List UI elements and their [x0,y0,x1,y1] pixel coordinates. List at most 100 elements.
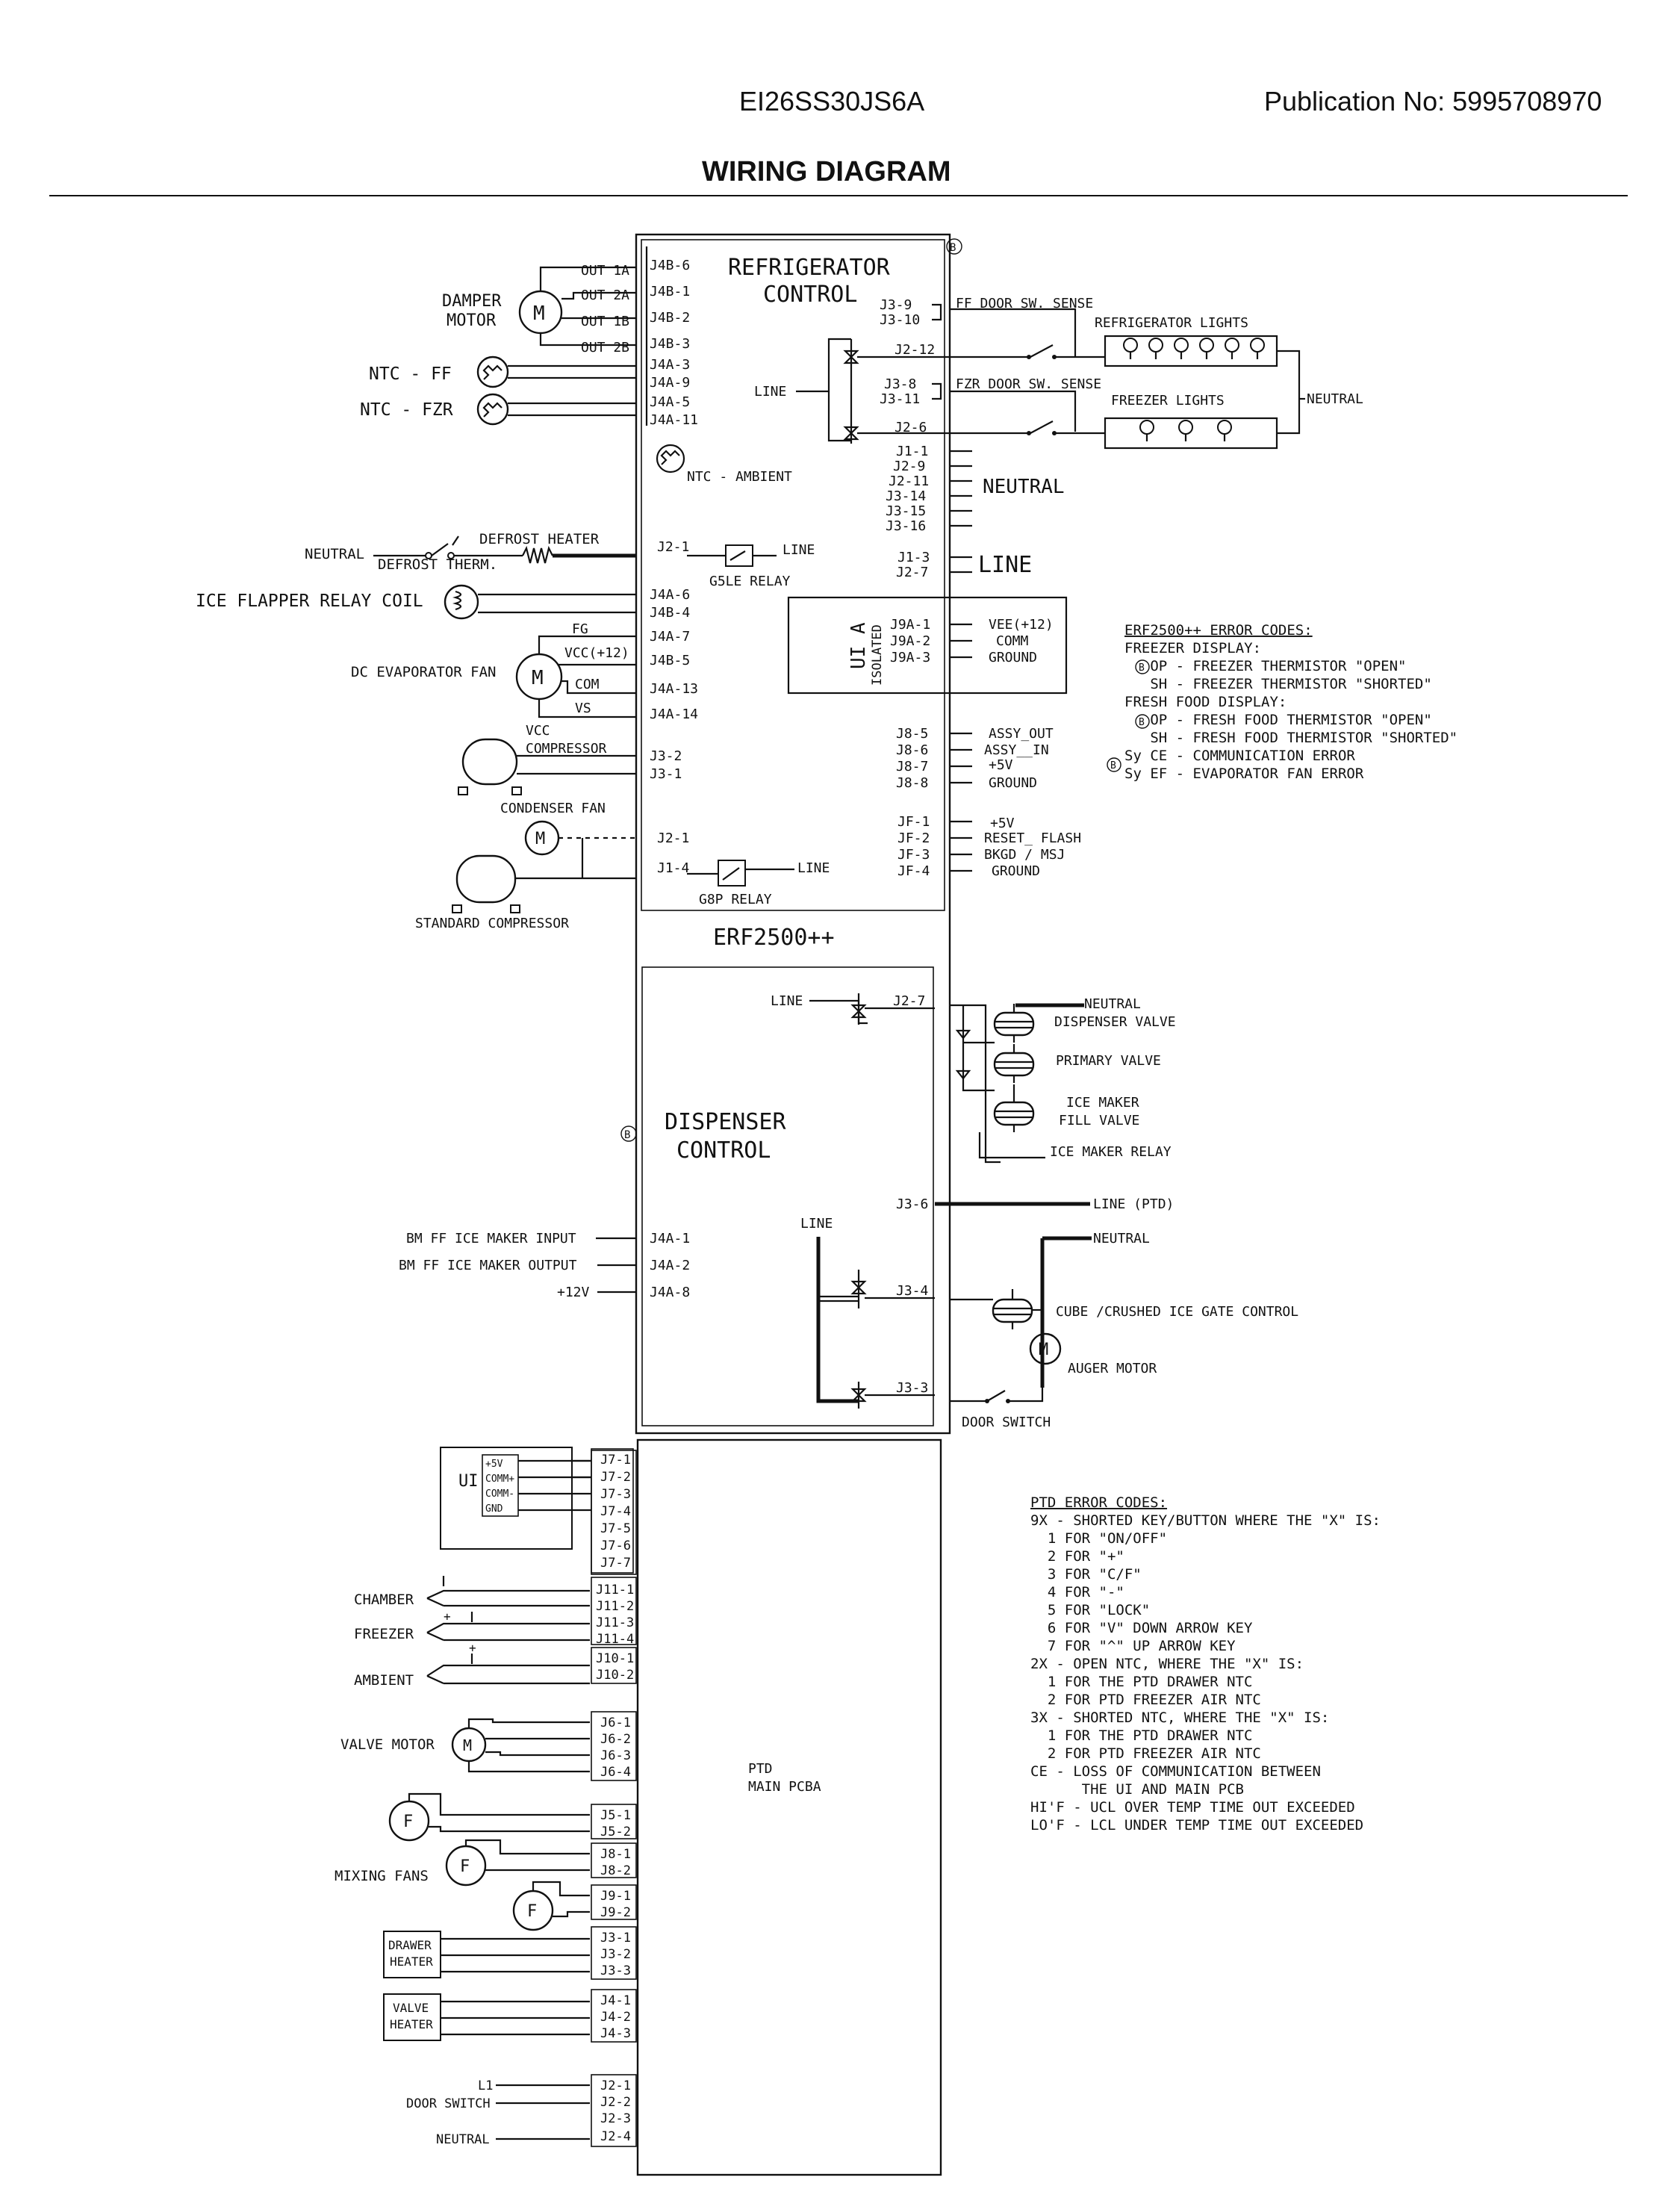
svg-text:LO'F - LCL UNDER TEMP TIME OUT: LO'F - LCL UNDER TEMP TIME OUT EXCEEDED [1030,1817,1363,1834]
refrigerator-control-title: REFRIGERATOR [728,255,891,281]
svg-text:LINE: LINE [754,384,786,400]
drawer-heater-label: DRAWER [388,1938,432,1952]
refrigerator-control-title-2: CONTROL [763,282,857,308]
svg-text:NEUTRAL: NEUTRAL [1093,1231,1150,1246]
svg-text:BM FF ICE MAKER INPUT: BM FF ICE MAKER INPUT [406,1231,576,1246]
jf-connector: JF-1 JF-2 JF-3 JF-4 +5V RESET_ FLASH BKG… [897,814,1081,879]
svg-text:J11-3: J11-3 [596,1615,634,1630]
svg-text:FG: FG [572,621,588,637]
page-title: WIRING DIAGRAM [702,156,951,187]
b-marker: B B B [1107,659,1150,772]
svg-text:JF-4: JF-4 [897,863,930,879]
svg-text:J4A-1: J4A-1 [650,1231,690,1246]
svg-text:J7-3: J7-3 [600,1487,631,1502]
thermistor-icon [476,355,509,388]
svg-text:J3-8: J3-8 [884,376,916,392]
dispenser-control: DISPENSER CONTROL B LINE J2-7 NEUTRAL DI… [399,966,1298,1430]
compressor: VCC COMPRESSOR J3-2 J3-1 [458,723,682,795]
ntc-fzr: NTC - FZR [360,393,636,426]
ptd-sensors: CHAMBER FREEZER + + AMBIENT [354,1576,590,1689]
ptd-mixing-fans: F MIXING FANS F F [335,1792,590,1931]
svg-text:1 FOR THE PTD DRAWER NTC: 1 FOR THE PTD DRAWER NTC [1030,1727,1252,1744]
svg-text:VS: VS [575,701,591,716]
svg-text:J7-5: J7-5 [600,1521,631,1536]
ice-flapper-relay-coil: ICE FLAPPER RELAY COIL J4A-6 J4B-4 [196,584,690,621]
svg-text:VCC: VCC [526,723,550,739]
svg-text:J4A-6: J4A-6 [650,587,690,603]
svg-text:F: F [527,1902,537,1921]
svg-text:DC EVAPORATOR FAN: DC EVAPORATOR FAN [351,664,496,680]
svg-text:J3-3: J3-3 [600,1963,631,1978]
svg-text:J4A-14: J4A-14 [650,707,698,722]
svg-text:J2-4: J2-4 [600,2129,631,2144]
svg-text:GROUND: GROUND [989,650,1037,665]
auger-motor-icon: M [1029,1332,1062,1365]
svg-text:2 FOR PTD FREEZER AIR NTC: 2 FOR PTD FREEZER AIR NTC [1030,1745,1261,1762]
svg-text:B: B [1139,662,1145,674]
svg-text:J9-2: J9-2 [600,1905,631,1920]
svg-text:J3-16: J3-16 [886,518,926,534]
svg-text:SH - FREEZER THERMISTOR "SHORT: SH - FREEZER THERMISTOR "SHORTED" [1124,676,1432,692]
svg-text:LINE: LINE [771,993,803,1009]
svg-text:+: + [444,1609,451,1624]
refrigerator-lights: REFRIGERATOR LIGHTS [1095,315,1305,435]
svg-text:NTC - FZR: NTC - FZR [360,400,453,420]
svg-text:J4A-9: J4A-9 [650,375,690,391]
board-label: ERF2500++ [713,925,835,951]
svg-text:PRIMARY VALVE: PRIMARY VALVE [1056,1053,1161,1069]
svg-text:CUBE /CRUSHED ICE GATE CONTROL: CUBE /CRUSHED ICE GATE CONTROL [1056,1304,1298,1320]
svg-text:J4A-5: J4A-5 [650,394,690,410]
svg-text:J9-1: J9-1 [600,1889,631,1904]
svg-text:+5V: +5V [485,1459,503,1470]
svg-text:ISOLATED: ISOLATED [870,624,885,686]
svg-text:Sy EF - EVAPORATOR FAN ERROR: Sy EF - EVAPORATOR FAN ERROR [1124,766,1364,782]
svg-text:J3-1: J3-1 [600,1931,631,1946]
svg-text:OUT 2B: OUT 2B [581,340,629,355]
error-codes-title: ERF2500++ ERROR CODES: [1124,622,1313,639]
condenser-fan: CONDENSER FAN M J2-1 J1-4 LINE G8P RELAY [500,801,830,907]
svg-text:BKGD / MSJ: BKGD / MSJ [984,847,1065,863]
ntc-ambient: NTC - AMBIENT [656,444,792,485]
svg-text:ICE MAKER: ICE MAKER [1066,1095,1139,1111]
drawer-heater-label-2: HEATER [390,1954,433,1969]
svg-text:J4A-7: J4A-7 [650,629,690,645]
standard-compressor-icon [455,854,517,904]
svg-text:J2-7: J2-7 [896,565,928,580]
svg-text:LINE: LINE [978,552,1032,578]
svg-text:J4-2: J4-2 [600,2010,631,2025]
svg-text:J7-6: J7-6 [600,1538,631,1553]
svg-text:J11-2: J11-2 [596,1599,634,1614]
svg-text:J6-2: J6-2 [600,1732,631,1747]
svg-text:J1-3: J1-3 [897,550,930,565]
svg-text:VEE(+12): VEE(+12) [989,617,1054,633]
svg-text:AUGER MOTOR: AUGER MOTOR [1068,1361,1157,1376]
svg-text:G5LE RELAY: G5LE RELAY [709,574,791,589]
svg-text:+: + [469,1641,476,1655]
svg-text:5 FOR "LOCK": 5 FOR "LOCK" [1030,1602,1150,1618]
svg-text:J2-12: J2-12 [895,342,935,358]
svg-text:DOOR SWITCH: DOOR SWITCH [406,2096,491,2111]
svg-text:2X - OPEN NTC, WHERE THE "X" I: 2X - OPEN NTC, WHERE THE "X" IS: [1030,1656,1304,1672]
svg-text:J4A-2: J4A-2 [650,1258,690,1273]
svg-text:COM: COM [575,677,600,692]
svg-text:COMM: COMM [996,633,1029,649]
svg-text:OUT 1B: OUT 1B [581,314,629,329]
ui-a-isolated: UI A ISOLATED J9A-1 J9A-2 J9A-3 VEE(+12)… [787,596,1068,695]
right-pins: J3-9 J3-10 FF DOOR SW. SENSE J2-12 J3-8 … [754,296,1105,580]
svg-text:UI A: UI A [847,622,870,669]
svg-text:J5-1: J5-1 [600,1808,631,1823]
svg-text:GROUND: GROUND [989,775,1037,791]
svg-text:J4A-8: J4A-8 [650,1285,690,1300]
svg-text:J8-1: J8-1 [600,1847,631,1862]
svg-text:JF-1: JF-1 [897,814,930,830]
svg-text:F: F [460,1857,470,1876]
svg-text:STANDARD COMPRESSOR: STANDARD COMPRESSOR [415,916,569,931]
svg-text:DEFROST HEATER: DEFROST HEATER [479,531,600,547]
svg-text:2 FOR PTD FREEZER AIR NTC: 2 FOR PTD FREEZER AIR NTC [1030,1692,1261,1708]
damper-motor: M DAMPER MOTOR OUT 1A OUT 2A OUT 1B OUT … [442,263,636,355]
svg-text:DEFROST THERM.: DEFROST THERM. [378,556,497,573]
svg-text:J4A-13: J4A-13 [650,681,698,697]
svg-text:J4B-2: J4B-2 [650,310,690,326]
svg-text:3 FOR "C/F": 3 FOR "C/F" [1030,1566,1142,1583]
